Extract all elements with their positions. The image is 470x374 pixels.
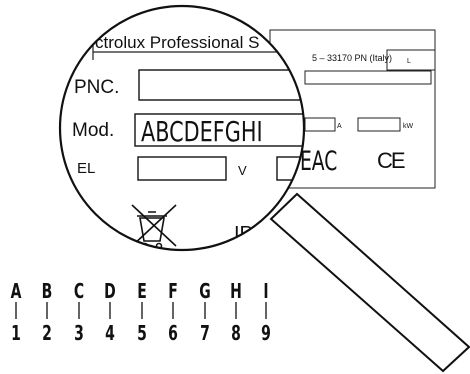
brand-text: ctrolux Professional S — [95, 33, 259, 52]
legend-letter: G — [199, 281, 210, 304]
legend-letter: D — [104, 281, 116, 304]
legend-col-7: G 7 — [199, 281, 210, 346]
plate-top-right-text: L — [407, 58, 411, 65]
legend-col-6: F 6 — [168, 281, 178, 346]
legend-letter: H — [230, 281, 242, 304]
eac-mark: EAC — [300, 147, 337, 177]
legend-number: 6 — [168, 323, 178, 346]
legend-number: 9 — [261, 323, 271, 346]
legend-col-1: A 1 — [11, 281, 22, 346]
legend-number: 3 — [74, 323, 84, 346]
legend-col-8: H 8 — [230, 281, 242, 346]
legend-letter: I — [263, 281, 268, 304]
plate-unit-kw: kW — [403, 123, 414, 130]
legend-letter: E — [137, 281, 147, 304]
mod-value: ABCDEFGHI — [141, 115, 263, 148]
legend-number: 7 — [200, 323, 210, 346]
legend-number: 1 — [11, 323, 21, 346]
mod-label: Mod. — [72, 120, 114, 141]
legend-letter: A — [11, 281, 22, 304]
legend-col-4: D 4 — [104, 281, 116, 346]
legend-letter: F — [168, 281, 178, 304]
magnifier-handle — [269, 192, 470, 373]
ce-mark: CE — [377, 148, 405, 173]
plate-kw-field — [357, 117, 401, 132]
plate-top-right-cell — [386, 49, 436, 71]
weee-bin-icon — [131, 204, 177, 250]
legend-number: 8 — [231, 323, 241, 346]
unit-v: V — [238, 163, 247, 178]
character-legend: A 1 B 2 C 3 D 4 E 5 F 6 G — [11, 281, 271, 346]
pnc-label: PNC. — [74, 77, 119, 98]
plate-unit-a: A — [337, 123, 342, 130]
voltage-field — [137, 156, 227, 181]
magnifier-lens-rim — [58, 4, 306, 252]
pnc-field — [138, 69, 304, 101]
legend-number: 2 — [42, 323, 52, 346]
el-label: EL — [77, 160, 95, 177]
mod-field — [134, 113, 304, 147]
legend-col-5: E 5 — [137, 281, 147, 346]
legend-col-3: C 3 — [74, 281, 84, 346]
legend-letter: B — [42, 281, 53, 304]
legend-col-2: B 2 — [42, 281, 53, 346]
plate-pnc-field-small — [304, 70, 432, 85]
legend-col-9: I 9 — [261, 281, 271, 346]
legend-number: 5 — [137, 323, 147, 346]
magnified-plate: ctrolux Professional S PNC. Mod. ABCDEFG… — [60, 6, 304, 250]
plate-address: 5 – 33170 PN (Italy) — [312, 53, 392, 63]
legend-number: 4 — [105, 323, 115, 346]
legend-letter: C — [74, 281, 84, 304]
ip-label: IPX — [234, 223, 266, 245]
